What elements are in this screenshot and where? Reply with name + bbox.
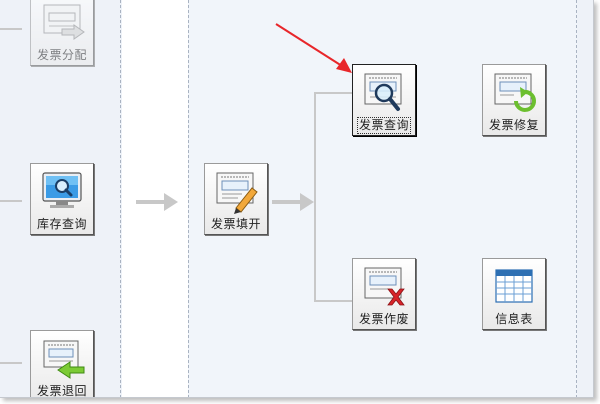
invoice-return-button[interactable]: 发票退回 [30, 330, 94, 398]
tile-label: 发票查询 [356, 117, 412, 134]
tile-label: 信息表 [495, 312, 533, 326]
flow-gutter [122, 0, 188, 397]
connector-line [0, 28, 22, 30]
invoice-repair-button[interactable]: 发票修复 [482, 64, 546, 136]
invoice-repair-icon [494, 73, 536, 112]
branch-connector [314, 92, 352, 94]
tile-label: 发票修复 [488, 118, 539, 132]
invoice-allocate-icon [43, 4, 85, 40]
invoice-return-icon [43, 340, 85, 379]
flow-arrow-icon [136, 193, 178, 211]
tile-label: 库存查询 [36, 217, 87, 231]
branch-connector [314, 300, 352, 302]
invoice-edit-icon [216, 172, 258, 214]
workflow-panel: 发票分配 库存查询 发票退回 [0, 0, 594, 398]
invoice-void-button[interactable]: 发票作废 [352, 258, 416, 330]
invoice-query-button[interactable]: 发票查询 [352, 64, 416, 136]
tile-label: 发票作废 [358, 312, 409, 326]
tile-label: 发票退回 [36, 384, 87, 398]
connector-line [0, 200, 22, 202]
column-divider [188, 0, 189, 397]
invoice-void-icon [364, 267, 405, 306]
connector-line [0, 362, 22, 364]
inventory-query-button[interactable]: 库存查询 [30, 163, 94, 235]
column-divider [576, 0, 577, 397]
invoice-search-icon [364, 73, 402, 111]
tile-label: 发票分配 [36, 48, 87, 62]
annotation-arrow-icon [275, 23, 352, 73]
flow-arrow-icon [272, 193, 314, 211]
info-table-button[interactable]: 信息表 [482, 258, 546, 330]
column-divider [120, 0, 121, 397]
invoice-allocate-button[interactable]: 发票分配 [30, 0, 94, 66]
branch-connector [314, 92, 316, 302]
invoice-issue-button[interactable]: 发票填开 [204, 163, 268, 235]
monitor-search-icon [42, 172, 82, 208]
table-icon [495, 269, 533, 303]
tile-label: 发票填开 [210, 217, 261, 231]
